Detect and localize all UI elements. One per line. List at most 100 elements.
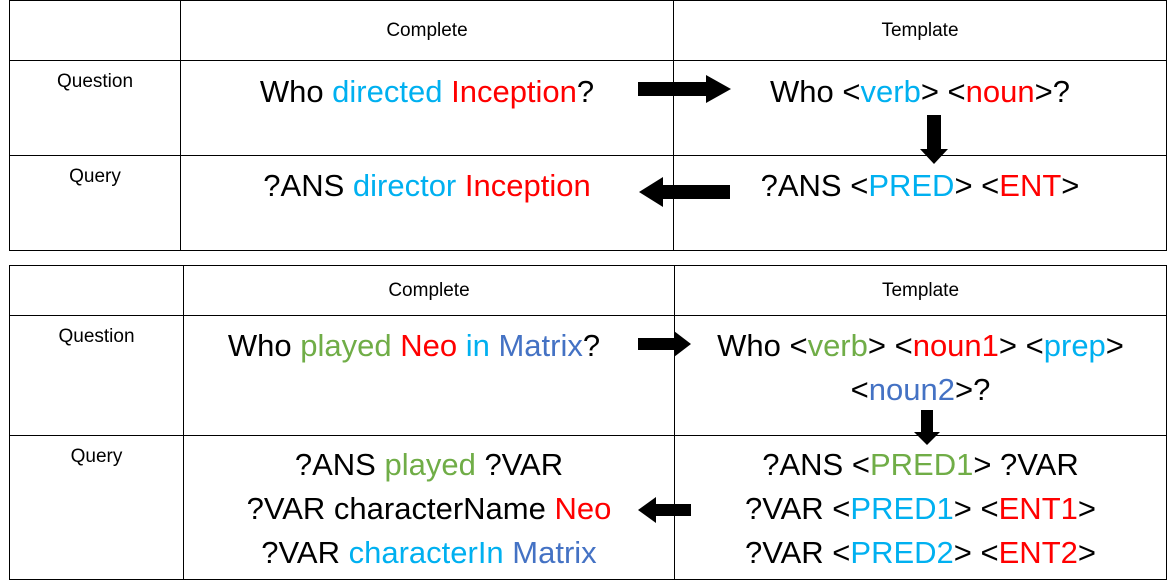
complete-question-cell: Who directed Inception? xyxy=(180,60,674,156)
template-question-cell: Who <verb> <noun>? xyxy=(673,60,1167,156)
text-segment: > < xyxy=(953,491,999,526)
text-segment: > < xyxy=(953,535,999,570)
template-question-cell: Who <verb> <noun1> <prep><noun2>? xyxy=(674,315,1167,436)
text-segment: < xyxy=(850,372,869,407)
right-arrow-icon xyxy=(638,75,731,103)
complete-question-text: Who directed Inception? xyxy=(181,70,673,114)
highlighted-token: Matrix xyxy=(512,535,597,570)
text-segment: > xyxy=(1077,491,1096,526)
text-segment: >? xyxy=(954,372,991,407)
highlighted-token: prep xyxy=(1043,328,1106,363)
row-label-question: Question xyxy=(9,315,184,436)
question-row: Question Who played Neo in Matrix? Who <… xyxy=(9,315,1167,436)
highlighted-token: ENT2 xyxy=(998,535,1078,570)
highlighted-token: Inception xyxy=(464,168,591,203)
highlighted-token: verb xyxy=(807,328,868,363)
corner-cell xyxy=(9,265,184,316)
text-line: ?ANS played ?VAR xyxy=(184,443,674,487)
text-line: ?VAR characterName Neo xyxy=(184,487,674,531)
text-segment: > xyxy=(1077,535,1096,570)
text-segment: ?VAR xyxy=(261,535,349,570)
template-question-text: Who <verb> <noun1> <prep><noun2>? xyxy=(675,324,1166,412)
template-question-text: Who <verb> <noun>? xyxy=(674,70,1166,114)
text-segment: Who < xyxy=(717,328,808,363)
highlighted-token: verb xyxy=(860,74,921,109)
complete-query-cell: ?ANS played ?VAR?VAR characterName Neo?V… xyxy=(183,435,675,580)
text-line: ?VAR characterIn Matrix xyxy=(184,531,674,575)
text-line: ?VAR <PRED2> <ENT2> xyxy=(675,531,1166,575)
text-segment: > < xyxy=(920,74,966,109)
text-segment: > < xyxy=(954,168,1000,203)
mapping-table-2: Complete Template Question Who played Ne… xyxy=(9,265,1167,580)
complete-query-text: ?ANS played ?VAR?VAR characterName Neo?V… xyxy=(184,443,674,575)
text-segment: > ?VAR xyxy=(973,447,1079,482)
text-segment: ?ANS < xyxy=(762,447,870,482)
column-header-template: Template xyxy=(673,0,1167,61)
left-arrow-icon xyxy=(639,177,730,207)
text-line: Who <verb> <noun1> <prep> xyxy=(675,324,1166,368)
row-label-query: Query xyxy=(9,155,181,251)
highlighted-token: in xyxy=(465,328,490,363)
text-line: ?VAR <PRED1> <ENT1> xyxy=(675,487,1166,531)
highlighted-token: director xyxy=(352,168,457,203)
highlighted-token: PRED1 xyxy=(850,491,954,526)
template-query-cell: ?ANS <PRED> <ENT> xyxy=(673,155,1167,251)
text-segment: Who < xyxy=(770,74,861,109)
text-segment xyxy=(442,74,451,109)
down-arrow-icon xyxy=(914,410,940,445)
highlighted-token: Neo xyxy=(400,328,458,363)
highlighted-token: characterIn xyxy=(348,535,504,570)
highlighted-token: ENT xyxy=(999,168,1062,203)
text-segment xyxy=(504,535,513,570)
column-header-template: Template xyxy=(674,265,1167,316)
complete-query-cell: ?ANS director Inception xyxy=(180,155,674,251)
question-row: Question Who directed Inception? Who <ve… xyxy=(9,60,1167,156)
highlighted-token: ENT1 xyxy=(998,491,1078,526)
text-segment: ?ANS xyxy=(263,168,353,203)
template-query-text: ?ANS <PRED> <ENT> xyxy=(674,164,1166,208)
right-arrow-icon xyxy=(638,331,691,357)
text-segment: > xyxy=(1061,168,1080,203)
highlighted-token: Matrix xyxy=(498,328,583,363)
text-segment: ?ANS xyxy=(294,447,385,482)
text-segment: ?ANS < xyxy=(760,168,869,203)
highlighted-token: played xyxy=(300,328,392,363)
text-segment: ?VAR xyxy=(475,447,564,482)
mapping-table-1: Complete Template Question Who directed … xyxy=(9,0,1167,251)
down-arrow-icon xyxy=(920,115,948,164)
text-segment: Who xyxy=(259,74,333,109)
text-segment xyxy=(392,328,401,363)
row-label-query: Query xyxy=(9,435,184,580)
header-row: Complete Template xyxy=(9,265,1167,316)
left-arrow-icon xyxy=(638,497,691,523)
text-segment xyxy=(457,328,466,363)
highlighted-token: PRED2 xyxy=(850,535,954,570)
text-segment xyxy=(456,168,465,203)
template-query-cell: ?ANS <PRED1> ?VAR?VAR <PRED1> <ENT1>?VAR… xyxy=(674,435,1167,580)
text-segment: ? xyxy=(576,74,595,109)
text-segment: ? xyxy=(582,328,601,363)
highlighted-token: noun xyxy=(965,74,1035,109)
complete-query-text: ?ANS director Inception xyxy=(181,164,673,208)
query-row: Query ?ANS director Inception ?ANS <PRED… xyxy=(9,155,1167,251)
text-segment: >? xyxy=(1034,74,1070,109)
highlighted-token: noun2 xyxy=(868,372,955,407)
highlighted-token: noun1 xyxy=(912,328,999,363)
text-line: ?ANS <PRED1> ?VAR xyxy=(675,443,1166,487)
column-header-complete: Complete xyxy=(183,265,675,316)
highlighted-token: Neo xyxy=(554,491,612,526)
text-segment: > xyxy=(1105,328,1124,363)
highlighted-token: PRED xyxy=(868,168,955,203)
highlighted-token: PRED1 xyxy=(869,447,974,482)
text-segment: ?VAR < xyxy=(745,535,851,570)
header-row: Complete Template xyxy=(9,0,1167,61)
text-line: <noun2>? xyxy=(675,368,1166,412)
text-segment: ?VAR characterName xyxy=(246,491,555,526)
text-segment: ?VAR < xyxy=(745,491,851,526)
row-label-question: Question xyxy=(9,60,181,156)
text-segment: > < xyxy=(998,328,1044,363)
highlighted-token: Inception xyxy=(451,74,577,109)
text-segment: > < xyxy=(867,328,913,363)
query-row: Query ?ANS played ?VAR?VAR characterName… xyxy=(9,435,1167,580)
complete-question-text: Who played Neo in Matrix? xyxy=(154,324,674,368)
